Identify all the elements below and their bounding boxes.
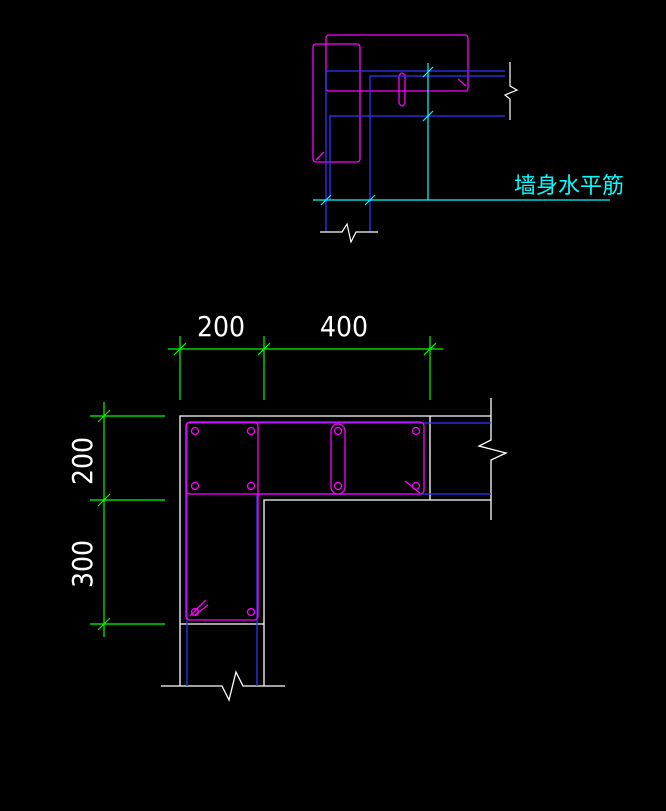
rebar-dot xyxy=(190,481,200,491)
top-break-right xyxy=(503,62,519,120)
top-rebar-inner xyxy=(329,115,505,200)
top-rebar-outer xyxy=(325,70,505,232)
top-stirrup-hook-right xyxy=(457,78,467,87)
rebar-dot xyxy=(246,481,256,491)
wall-rebars xyxy=(186,422,491,686)
top-stirrup-hook-left xyxy=(315,151,325,161)
v-dim-tick-2 xyxy=(97,493,111,507)
rebar-dot xyxy=(411,481,421,491)
stirrup-hook-3 xyxy=(194,604,209,616)
bottom-detail: 200 400 200 300 xyxy=(66,310,508,702)
v-dim-tick-3 xyxy=(97,617,111,631)
wall-bar-tick-1 xyxy=(422,66,434,78)
top-break-bottom xyxy=(320,222,378,244)
stirrup-tie xyxy=(330,423,346,495)
outline-outer xyxy=(179,415,491,686)
v-dim-tick-1 xyxy=(97,409,111,423)
top-wall-rebars xyxy=(325,70,505,232)
h-dim-tick-1 xyxy=(173,342,187,356)
top-stirrup-hook xyxy=(398,72,406,107)
top-wall-horizontal-bar xyxy=(313,63,610,206)
h-dim-tick-3 xyxy=(423,342,437,356)
stirrup-horizontal xyxy=(185,421,425,495)
break-bottom xyxy=(161,670,285,702)
wall-bar-tick-3 xyxy=(320,194,332,206)
wall-horizontal-bar-label: 墙身水平筋 xyxy=(514,174,624,199)
stirrup-vertical xyxy=(185,421,259,621)
rebar-dot xyxy=(411,426,421,436)
wall-bar-tick-2 xyxy=(422,110,434,122)
dim-h-400: 400 xyxy=(320,310,368,343)
outline-inner xyxy=(263,499,491,686)
rebar-inner xyxy=(256,493,491,686)
top-stirrup-horizontal xyxy=(325,34,469,92)
top-detail: 墙身水平筋 xyxy=(312,34,624,244)
column-outline xyxy=(161,398,508,702)
dimension-lines xyxy=(90,336,443,637)
h-dim-tick-2 xyxy=(257,342,271,356)
wall-bar-tick-4 xyxy=(364,194,376,206)
rebar-dot xyxy=(333,426,343,436)
top-rebar-mid xyxy=(369,75,505,232)
rebar-dot xyxy=(190,426,200,436)
rebar-dots xyxy=(190,426,421,617)
top-break-lines xyxy=(320,62,519,244)
rebar-dot xyxy=(246,607,256,617)
dim-v-300: 300 xyxy=(66,540,99,588)
rebar-dot xyxy=(190,607,200,617)
break-right xyxy=(477,398,508,520)
rebar-dot xyxy=(246,426,256,436)
dim-v-200: 200 xyxy=(66,437,99,485)
rebar-outer xyxy=(186,422,491,686)
dim-h-200: 200 xyxy=(197,310,245,343)
rebar-dot xyxy=(333,481,343,491)
stirrups xyxy=(185,421,425,621)
top-stirrups xyxy=(312,34,469,163)
top-stirrup-vertical xyxy=(312,43,361,163)
stirrup-hook-2 xyxy=(189,599,207,617)
